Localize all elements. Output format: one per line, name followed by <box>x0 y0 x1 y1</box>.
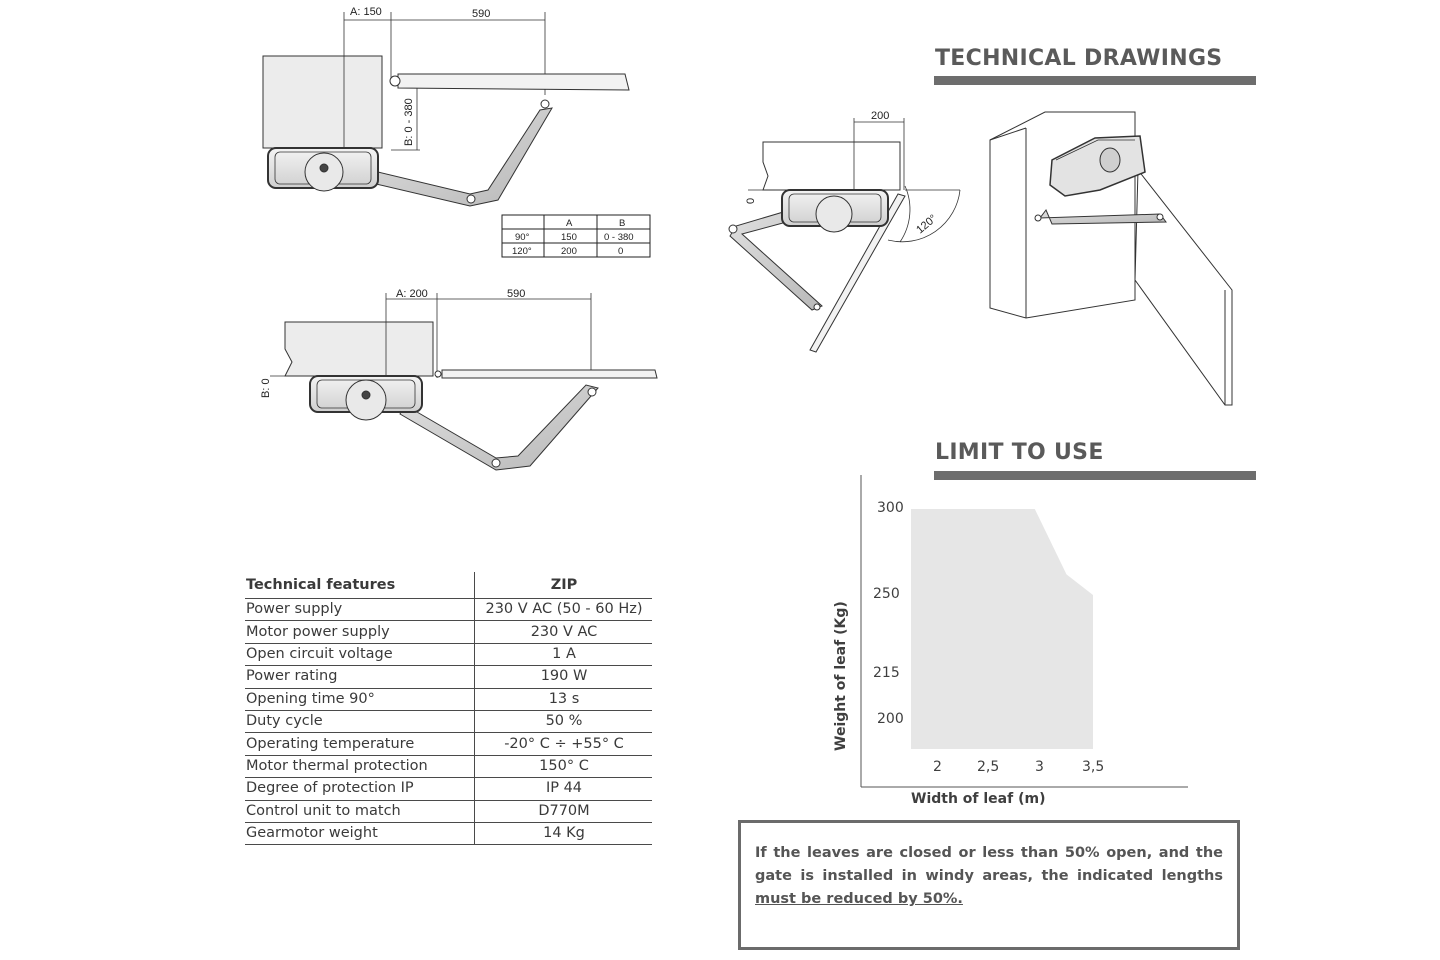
chart-x-tick: 3,5 <box>1082 759 1105 775</box>
mini-cell: 0 <box>618 246 623 257</box>
feature-value: 14 Kg <box>474 822 652 846</box>
drawing-top-view-small <box>728 118 961 353</box>
feature-name: Degree of protection IP <box>245 777 475 801</box>
section-title-limit-to-use: LIMIT TO USE <box>935 440 1104 465</box>
table-row: Opening time 90°13 s <box>245 688 652 711</box>
chart-limit-area <box>911 509 1093 749</box>
section-divider <box>934 76 1256 85</box>
limit-chart <box>860 475 1188 788</box>
dim-b-0: B: 0 <box>260 378 272 398</box>
feature-name: Gearmotor weight <box>245 822 475 846</box>
feature-name: Motor thermal protection <box>245 755 475 779</box>
feature-value: 13 s <box>474 688 652 711</box>
feature-name: Open circuit voltage <box>245 643 475 667</box>
dim-a-150: A: 150 <box>350 6 382 18</box>
note-emphasis: must be reduced by 50%. <box>755 891 963 907</box>
mini-cell: 150 <box>561 232 577 243</box>
dim-200-side: 200 <box>871 110 889 122</box>
mini-th-b: B <box>619 218 625 229</box>
feature-name: Power rating <box>245 665 475 689</box>
feature-value: 50 % <box>474 710 652 734</box>
feature-value: 150° C <box>474 755 652 779</box>
feature-value: IP 44 <box>474 777 652 801</box>
table-header-feature: Technical features <box>245 572 475 599</box>
section-divider <box>934 471 1256 480</box>
wind-warning-note: If the leaves are closed or less than 50… <box>738 820 1240 950</box>
chart-y-axis-label: Weight of leaf (Kg) <box>833 601 849 751</box>
chart-x-tick: 2 <box>933 759 942 775</box>
chart-x-tick: 3 <box>1035 759 1044 775</box>
mini-cell: 120° <box>512 246 532 257</box>
dim-0-side: 0 <box>745 198 757 204</box>
mini-th-a: A <box>566 218 573 229</box>
dim-590-top: 590 <box>472 8 490 20</box>
dim-590-bottom: 590 <box>507 288 525 300</box>
feature-name: Operating temperature <box>245 732 475 756</box>
feature-value: D770M <box>474 800 652 823</box>
note-body: If the leaves are closed or less than 50… <box>755 845 1223 884</box>
table-header-model: ZIP <box>474 572 652 599</box>
mini-cell: 200 <box>561 246 577 257</box>
feature-name: Control unit to match <box>245 800 475 823</box>
drawing-90-degree <box>262 12 630 207</box>
drawing-120-degree <box>270 293 658 471</box>
feature-value: -20° C ÷ +55° C <box>474 732 652 756</box>
chart-y-tick: 215 <box>873 665 900 681</box>
feature-value: 1 A <box>474 643 652 667</box>
chart-x-tick: 2,5 <box>977 759 1000 775</box>
mini-dimension-table <box>501 214 651 258</box>
chart-y-tick: 300 <box>877 500 904 516</box>
feature-name: Opening time 90° <box>245 688 475 711</box>
feature-name: Power supply <box>245 598 475 622</box>
mini-cell: 0 - 380 <box>604 232 634 243</box>
feature-value: 230 V AC (50 - 60 Hz) <box>474 598 652 622</box>
chart-y-tick: 200 <box>877 711 904 727</box>
feature-name: Motor power supply <box>245 620 475 644</box>
feature-value: 190 W <box>474 665 652 689</box>
note-text: If the leaves are closed or less than 50… <box>755 842 1223 911</box>
table-row: Operating temperature-20° C ÷ +55° C <box>245 732 652 756</box>
dim-b-380: B: 0 - 380 <box>403 98 415 146</box>
mini-cell: 90° <box>515 232 530 243</box>
chart-x-axis-label: Width of leaf (m) <box>911 791 1046 807</box>
feature-name: Duty cycle <box>245 710 475 734</box>
section-title-technical-drawings: TECHNICAL DRAWINGS <box>935 46 1223 71</box>
dim-a-200: A: 200 <box>396 288 428 300</box>
drawing-perspective <box>989 111 1233 406</box>
chart-y-tick: 250 <box>873 586 900 602</box>
feature-value: 230 V AC <box>474 620 652 644</box>
dim-angle-120: 120° <box>914 212 939 236</box>
table-header-row: Technical features ZIP <box>245 572 652 599</box>
